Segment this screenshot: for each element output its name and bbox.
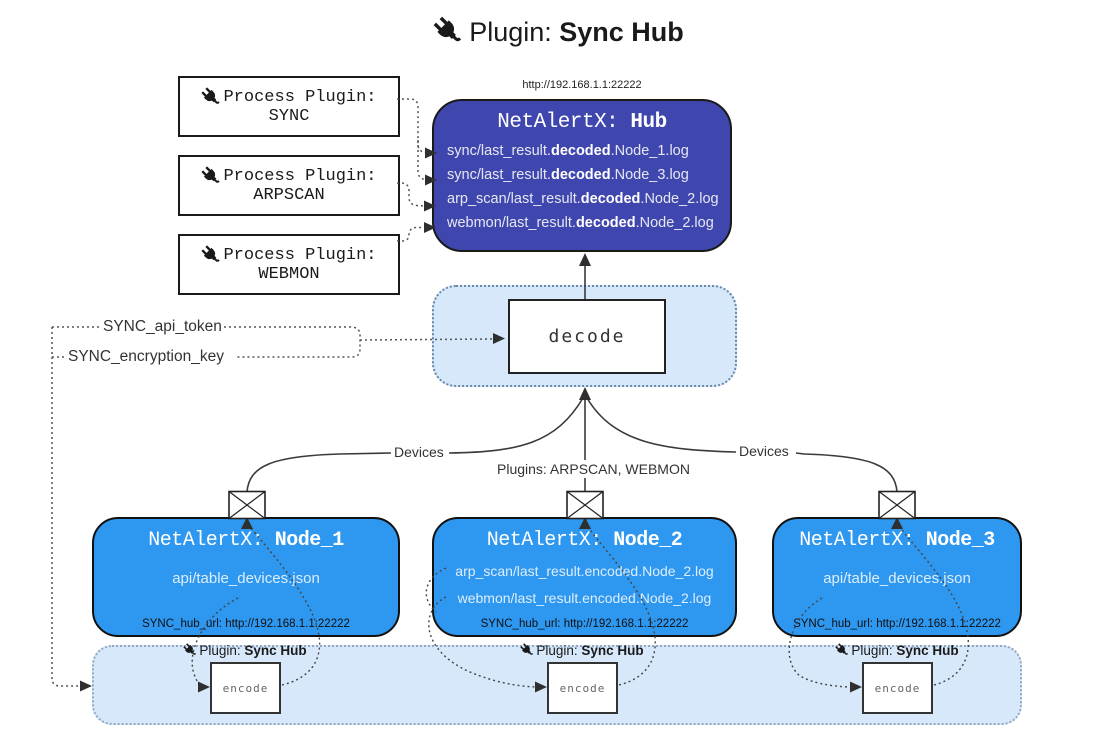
- page-title: Plugin: Sync Hub: [0, 16, 1117, 48]
- node-3-box: NetAlertX: Node_3 api/table_devices.json…: [772, 517, 1022, 637]
- node-hub-url: SYNC_hub_url: http://192.168.1.1:22222: [142, 618, 350, 630]
- edge-arpscan-to-hub: [397, 182, 425, 207]
- process-plugin-label: Process Plugin:: [223, 166, 377, 186]
- hub-box: NetAlertX: Hub sync/last_result.decoded.…: [432, 99, 732, 252]
- encoder-label-1: Plugin: Sync Hub: [155, 643, 335, 658]
- hub-log-line: arp_scan/last_result.decoded.Node_2.log: [447, 191, 719, 207]
- sync-encryption-key-label: SYNC_encryption_key: [68, 348, 224, 365]
- devices-label-left: Devices: [394, 444, 444, 460]
- node-title: NetAlertX: Node_1: [148, 529, 344, 552]
- node-1-box: NetAlertX: Node_1 api/table_devices.json…: [92, 517, 400, 637]
- edge-webmon-to-hub: [397, 226, 424, 242]
- node-hub-url: SYNC_hub_url: http://192.168.1.1:22222: [480, 618, 689, 630]
- process-plugin-label: Process Plugin:: [223, 87, 377, 107]
- title-name: Sync Hub: [559, 17, 684, 47]
- process-plugin-webmon: Process Plugin: WEBMON: [178, 234, 400, 295]
- process-plugin-name: WEBMON: [258, 265, 320, 284]
- plug-icon: [520, 643, 534, 657]
- node-file: api/table_devices.json: [823, 570, 971, 587]
- node-hub-url: SYNC_hub_url: http://192.168.1.1:22222: [793, 618, 1001, 630]
- plug-icon: [201, 166, 221, 186]
- process-plugin-name: ARPSCAN: [253, 186, 325, 205]
- node-title: NetAlertX: Node_2: [486, 529, 683, 552]
- node-file: webmon/last_result.encoded.Node_2.log: [457, 590, 712, 606]
- plug-icon: [835, 643, 849, 657]
- plug-icon: [433, 16, 463, 46]
- edge-node3-devices: [795, 452, 898, 493]
- hub-title: NetAlertX: Hub: [497, 111, 667, 134]
- hub-log-line: webmon/last_result.decoded.Node_2.log: [447, 215, 714, 231]
- plug-icon: [201, 245, 221, 265]
- node-file: arp_scan/last_result.encoded.Node_2.log: [455, 563, 714, 579]
- envelope-icons: [228, 490, 916, 520]
- hub-url: http://192.168.1.1:22222: [522, 79, 642, 91]
- process-plugin-label: Process Plugin:: [223, 245, 377, 265]
- decode-box: decode: [508, 299, 666, 374]
- encode-box-1: encode: [210, 662, 281, 714]
- process-plugin-arpscan: Process Plugin: ARPSCAN: [178, 155, 400, 216]
- node-2-box: NetAlertX: Node_2 arp_scan/last_result.e…: [432, 517, 737, 637]
- envelope-icon: [228, 490, 266, 520]
- edge-sync-to-hub: [397, 98, 427, 154]
- encode-box-3: encode: [862, 662, 933, 714]
- plugins-label-mid: Plugins: ARPSCAN, WEBMON: [497, 461, 690, 477]
- edge-node1-devices: [246, 452, 392, 493]
- process-plugin-sync: Process Plugin: SYNC: [178, 76, 400, 137]
- envelope-icon: [566, 490, 604, 520]
- node-file: api/table_devices.json: [172, 570, 320, 587]
- process-plugin-name: SYNC: [268, 107, 310, 126]
- title-label: Plugin:: [469, 17, 552, 47]
- devices-label-right: Devices: [739, 443, 789, 459]
- sync-api-token-label: SYNC_api_token: [103, 318, 222, 335]
- envelope-icon: [878, 490, 916, 520]
- plug-icon: [183, 643, 197, 657]
- hub-log-line: sync/last_result.decoded.Node_3.log: [447, 167, 689, 183]
- plug-icon: [201, 87, 221, 107]
- encoder-label-2: Plugin: Sync Hub: [492, 643, 672, 658]
- node-title: NetAlertX: Node_3: [799, 529, 995, 552]
- encoder-label-3: Plugin: encodeSync Hub: [807, 643, 987, 658]
- encode-box-2: encode: [547, 662, 618, 714]
- hub-log-line: sync/last_result.decoded.Node_1.log: [447, 143, 689, 159]
